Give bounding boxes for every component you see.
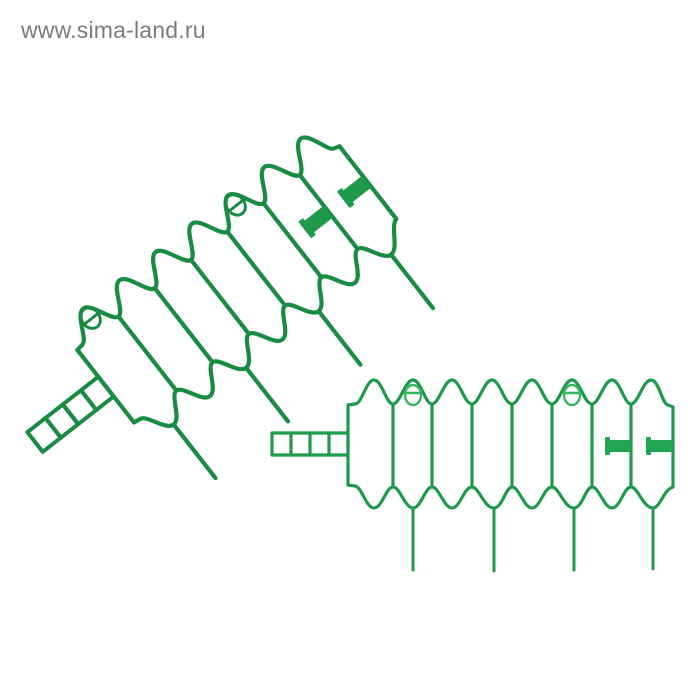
bottom-wavy-rail <box>346 483 675 510</box>
watermark-text: www.sima-land.ru <box>21 17 206 43</box>
top-wavy-rail <box>346 378 675 409</box>
front-clips <box>605 437 673 455</box>
front-fence-section <box>270 378 675 573</box>
angled-fence-section <box>25 135 436 481</box>
